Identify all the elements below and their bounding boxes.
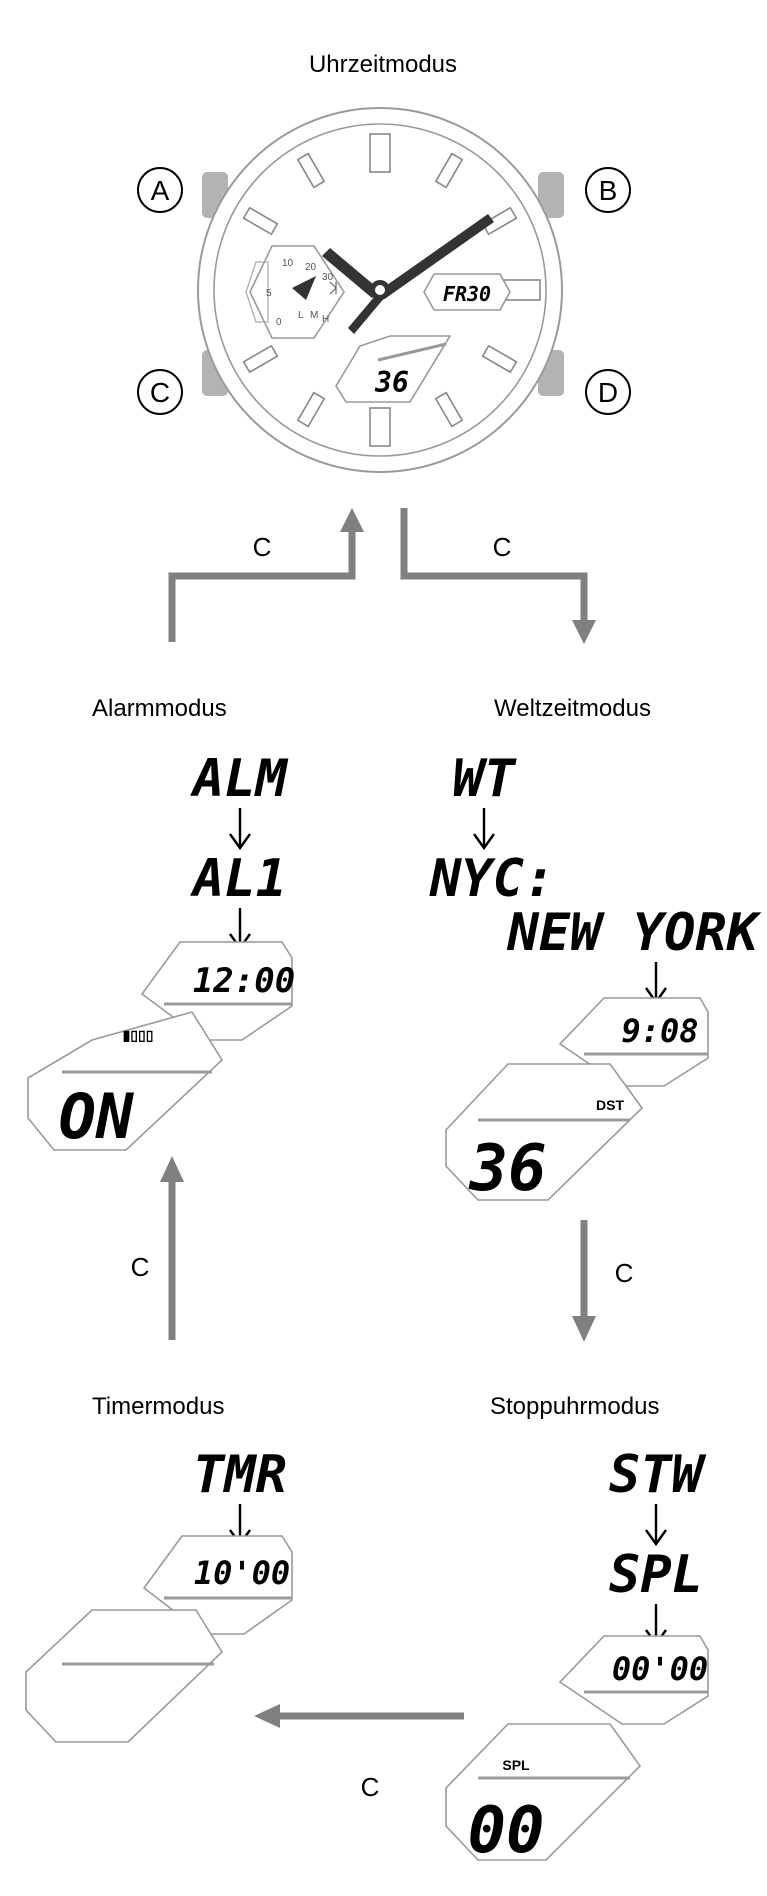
timer-code-tmr: TMR	[193, 1445, 287, 1505]
button-a-label-circle	[137, 167, 183, 213]
worldtime-city-code: NYC:	[429, 849, 555, 909]
stopwatch-code-stw: STW	[609, 1445, 707, 1505]
button-b-label: B	[599, 175, 618, 206]
worldtime-seconds-text: 36	[468, 1132, 546, 1206]
button-c-label: C	[150, 377, 170, 408]
sub-dial: 10 20 30 5 0 L M H	[245, 245, 345, 339]
timer-lower-display	[25, 1609, 224, 1743]
stopwatch-mode: Stoppuhrmodus STW SPL 00'00 SPL 00	[445, 1393, 709, 1868]
watch-seconds-text: 36	[374, 366, 409, 399]
dial-letter-h: H	[322, 314, 329, 325]
stopwatch-time-display	[558, 1635, 709, 1725]
transition-label-c: C	[493, 532, 512, 562]
stopwatch-code-spl: SPL	[609, 1545, 703, 1605]
down-arrow	[645, 1504, 667, 1547]
stopwatch-mode-title: Stoppuhrmodus	[490, 1393, 659, 1420]
sub-dial-hand	[292, 276, 316, 300]
dial-number-5: 5	[266, 288, 272, 299]
transition-label-c: C	[131, 1252, 150, 1282]
alarm-time-text: 12:00	[193, 961, 295, 1001]
dial-number-0: 0	[276, 317, 282, 328]
transition-label-c: C	[253, 532, 272, 562]
button-b-crown[interactable]	[538, 172, 564, 218]
timer-time-text: 10'00	[194, 1554, 290, 1592]
alarm-code-al1: AL1	[190, 849, 287, 909]
arrow-timekeeping-to-worldtime	[400, 508, 588, 620]
flow-arrows	[160, 508, 596, 1728]
alarm-mode: Alarmmodus ALM AL1 12:00 ▮▯▯▯ ON	[27, 695, 295, 1153]
timekeeping-mode-title: Uhrzeitmodus	[309, 51, 457, 78]
alarm-status-display	[27, 1011, 224, 1151]
button-c-label-circle	[137, 369, 183, 415]
bottom-digital-display: 36	[335, 335, 452, 403]
alarm-signal-indicator: ▮▯▯▯	[123, 1027, 154, 1043]
worldtime-seconds-display	[445, 1063, 644, 1201]
transition-label-c: C	[361, 1772, 380, 1802]
stopwatch-seconds-text: 00	[467, 1794, 544, 1868]
arrow-alarm-to-timekeeping	[168, 528, 356, 642]
down-arrow	[645, 962, 667, 1005]
spl-label: SPL	[502, 1757, 530, 1773]
dial-letter-m: M	[310, 310, 318, 321]
alarm-mode-title: Alarmmodus	[92, 695, 227, 722]
button-a-label: A	[151, 175, 170, 206]
watch-hands	[322, 214, 494, 334]
transition-label-c: C	[615, 1258, 634, 1288]
watch-illustration: 10 20 30 5 0 L M H FR30 36	[137, 107, 631, 473]
world-time-mode: Weltzeitmodus WT NYC: NEW YORK 9:08 DST …	[429, 695, 762, 1206]
worldtime-code-wt: WT	[453, 749, 517, 809]
button-d-label: D	[598, 377, 618, 408]
stopwatch-time-text: 00'00	[612, 1650, 708, 1688]
down-arrow	[473, 808, 495, 851]
bluetooth-icon	[329, 281, 337, 295]
hour-markers	[242, 133, 541, 447]
day-date-text: FR30	[443, 282, 491, 306]
worldtime-city-name: NEW YORK	[507, 903, 762, 963]
timer-mode-title: Timermodus	[92, 1393, 224, 1420]
day-date-display: FR30	[423, 273, 511, 311]
dial-number-20: 20	[305, 262, 317, 273]
dial-letter-l: L	[298, 310, 304, 321]
dial-number-10: 10	[282, 258, 294, 269]
dst-label: DST	[596, 1097, 624, 1113]
worldtime-time-text: 9:08	[621, 1012, 698, 1050]
timer-mode: Timermodus TMR 10'00	[25, 1393, 293, 1743]
down-arrow	[229, 808, 251, 851]
button-b-label-circle	[585, 167, 631, 213]
button-d-label-circle	[585, 369, 631, 415]
alarm-status-text: ON	[59, 1080, 134, 1153]
alarm-code-alm: ALM	[190, 749, 289, 809]
worldtime-mode-title: Weltzeitmodus	[494, 695, 651, 722]
dial-number-30: 30	[322, 272, 334, 283]
stopwatch-seconds-display	[445, 1723, 642, 1861]
